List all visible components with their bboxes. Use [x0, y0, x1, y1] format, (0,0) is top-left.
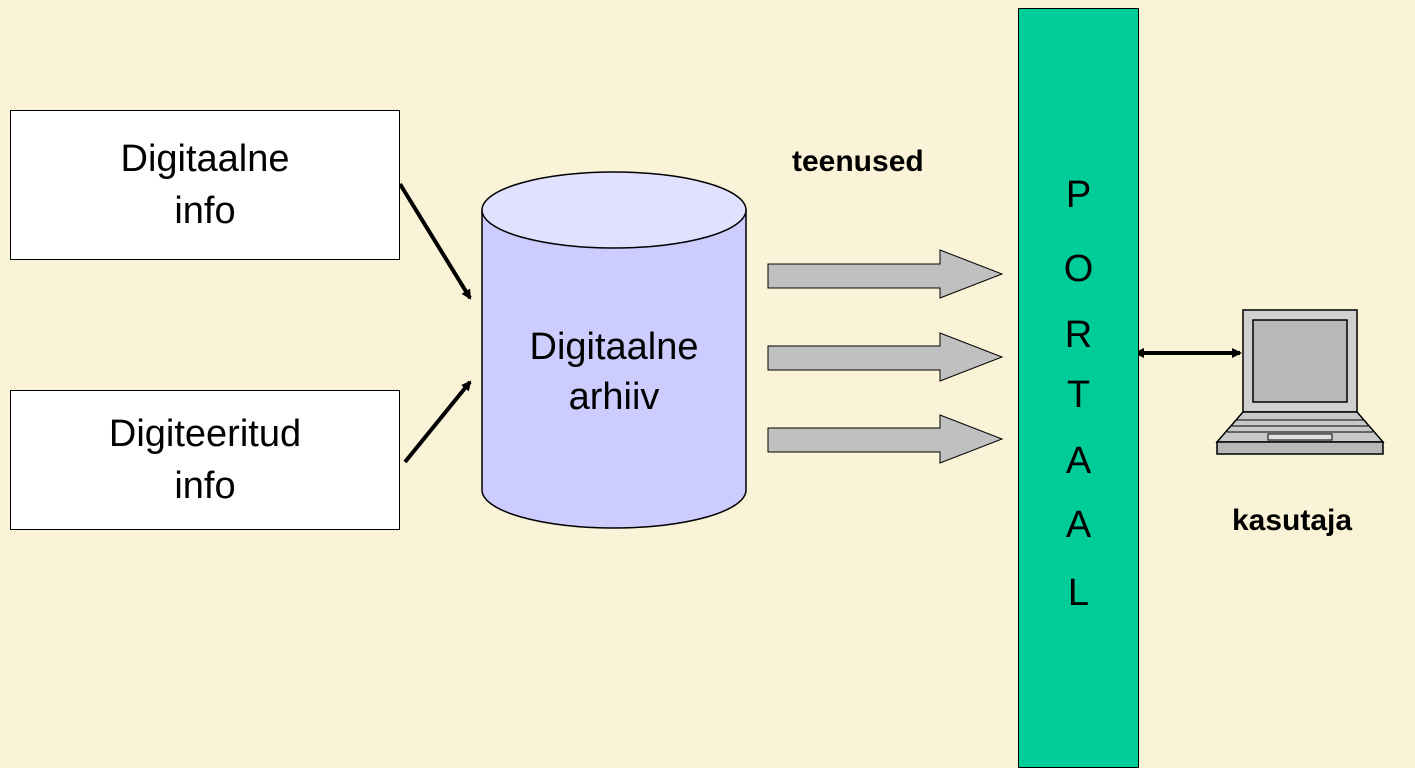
portal-bar: P O R T A A L — [1018, 8, 1139, 768]
portal-letter: P — [1065, 174, 1092, 216]
digitized-info-box: Digiteeritud info — [10, 390, 400, 530]
portal-letter: A — [1065, 440, 1092, 482]
digitized-to-archive-arrow — [403, 380, 472, 464]
service-arrow — [767, 332, 1004, 382]
archive-label-line1: Digitaalne — [529, 326, 699, 368]
service-arrow — [767, 249, 1004, 299]
portal-letter: T — [1066, 374, 1091, 416]
portal-letter: O — [1063, 248, 1094, 290]
service-arrow — [767, 414, 1004, 464]
archive-label-line2: arhiiv — [568, 376, 660, 418]
laptop-icon — [1215, 309, 1385, 455]
user-label: kasutaja — [1232, 504, 1353, 537]
digital-info-line2: info — [174, 190, 236, 232]
archive-label: Digitaalne arhiiv — [482, 322, 746, 422]
portal-letter: L — [1067, 572, 1090, 614]
portal-letter: A — [1065, 504, 1092, 546]
digital-to-archive-arrow — [398, 182, 472, 300]
portal-letter: R — [1064, 314, 1093, 356]
archive-cylinder — [481, 171, 747, 529]
digital-info-box: Digitaalne info — [10, 110, 400, 260]
digitized-info-line2: info — [174, 465, 236, 507]
digital-info-line1: Digitaalne — [120, 138, 290, 180]
services-label: teenused — [792, 145, 924, 178]
digitized-info-line1: Digiteeritud — [108, 413, 302, 455]
